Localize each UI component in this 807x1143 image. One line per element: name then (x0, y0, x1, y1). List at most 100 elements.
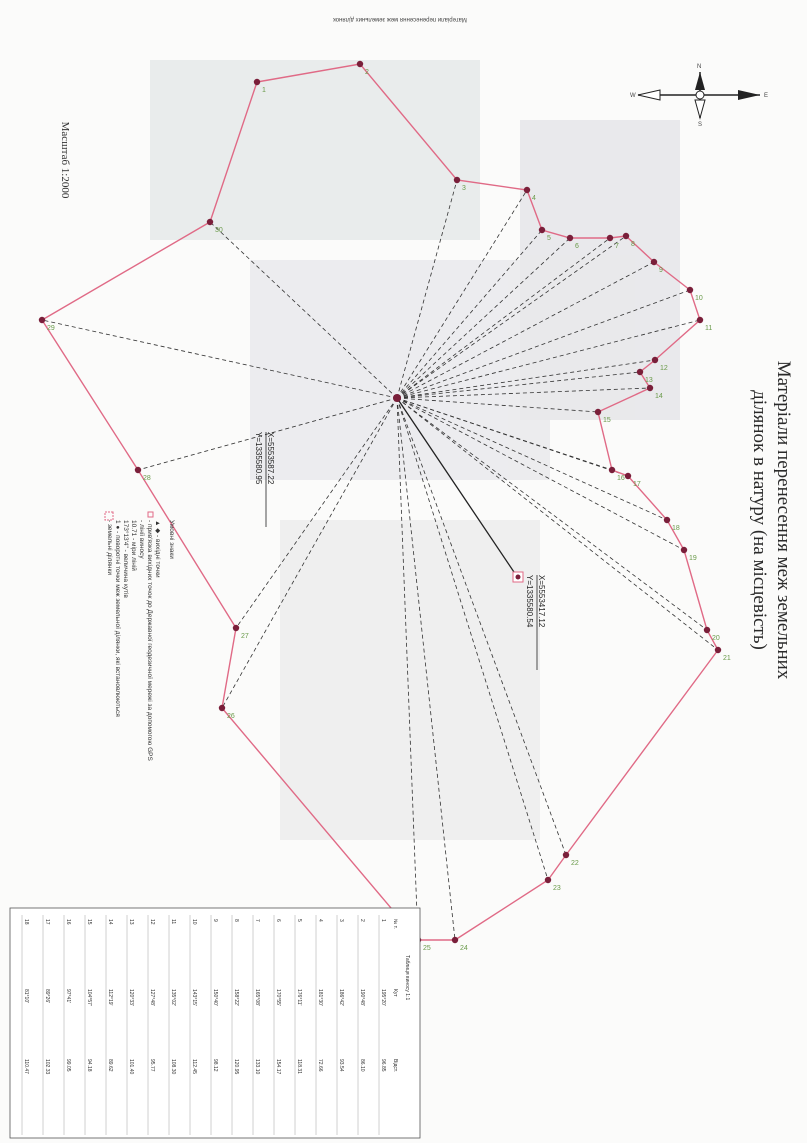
radial-line (396, 319, 701, 399)
svg-text:X=5553587.22: X=5553587.22 (266, 432, 275, 485)
vertex-point (232, 624, 240, 632)
table-cell: 158°22' (233, 989, 239, 1006)
vertex-label: 26 (227, 713, 235, 720)
compass-east: E (764, 93, 768, 99)
vertex-label: 15 (603, 417, 611, 424)
vertex-point (566, 234, 574, 242)
table-cell: 17 (44, 919, 50, 925)
map-title-line1: Матеріали перенесення меж земельних (773, 361, 794, 680)
vertex-point (622, 232, 630, 240)
vertex-point (453, 176, 461, 184)
table-cell: 3 (338, 919, 344, 922)
vertex-point (544, 876, 552, 884)
table-cell: 72.66 (317, 1059, 323, 1072)
vertex-point (650, 258, 658, 266)
radial-line (137, 397, 398, 471)
legend-item: - лінії виносу (138, 520, 146, 559)
table-cell: 11 (170, 919, 176, 924)
vertex-point (686, 286, 694, 294)
legend-item: 10.71 - міри ліній (130, 520, 138, 571)
table-cell: 102.33 (44, 1059, 50, 1075)
radial-line (396, 237, 571, 399)
radial-line (396, 397, 668, 521)
radial-line (235, 397, 398, 629)
coordinates-table: Таблиця виносу 1:1№ т.КутВідст.1195°20'9… (9, 907, 421, 1139)
vertex-label: 24 (460, 945, 468, 952)
vertex-point (651, 356, 659, 364)
table-cell: 16 (65, 919, 71, 925)
table-cell: 81°10' (23, 989, 29, 1003)
vertex-label: 9 (659, 267, 663, 274)
table-cell: 96.85 (380, 1059, 386, 1072)
table-cell: 186°42' (338, 989, 344, 1006)
north-arrow-icon: W E N S (630, 64, 768, 128)
table-cell: 112.45 (191, 1059, 197, 1074)
vertex-point (624, 472, 632, 480)
table-cell: 154.17 (275, 1059, 281, 1075)
table-cell: 9 (212, 919, 218, 922)
radial-line (396, 397, 567, 856)
compass-south: S (698, 122, 702, 128)
table-header: № т. (392, 919, 398, 929)
vertex-label: 11 (705, 325, 712, 332)
radial-line (396, 397, 685, 551)
vertex-label: 21 (723, 655, 731, 662)
tie-line (396, 397, 519, 579)
svg-text:Y=1335580.95: Y=1335580.95 (254, 432, 263, 485)
vertex-point (680, 546, 688, 554)
table-cell: 6 (275, 919, 281, 922)
table-cell: 133.10 (254, 1059, 260, 1075)
table-cell: 8 (233, 919, 239, 922)
table-cell: 10 (191, 919, 197, 925)
vertex-label: 5 (547, 235, 551, 242)
legend-item: - прив'язка вихідних точок до Державної … (146, 520, 154, 761)
radial-line (396, 397, 708, 631)
vertex-label: 20 (712, 635, 720, 642)
svg-text:Y=1335580.54: Y=1335580.54 (525, 575, 534, 628)
table-cell: 15 (86, 919, 92, 925)
vertex-label: 1 (262, 87, 266, 94)
table-cell: 143°15' (191, 989, 197, 1006)
vertex-label: 12 (660, 365, 668, 372)
table-cell: 18 (23, 919, 29, 925)
coord-callout-2: X=5553417.12 Y=1335580.54 (525, 575, 546, 670)
vertex-point (523, 186, 531, 194)
vertex-point (663, 516, 671, 524)
vertex-point (356, 60, 364, 68)
table-cell: 110.47 (23, 1059, 29, 1074)
vertex-label: 14 (655, 393, 663, 400)
background-aerial (150, 60, 680, 840)
table-cell: 89°26' (44, 989, 50, 1003)
vertex-label: 25 (423, 945, 431, 952)
vertex-label: 7 (615, 243, 619, 250)
svg-text:X=5553417.12: X=5553417.12 (537, 575, 546, 628)
vertex-label: 8 (631, 241, 635, 248)
scale-group: Масштаб 1:2000 (59, 122, 71, 199)
radial-line (396, 189, 528, 399)
table-cell: 195°20' (380, 989, 386, 1006)
vertex-label: 4 (532, 195, 536, 202)
legend-title: Умовні знаки (168, 520, 176, 559)
vertex-label: 30 (215, 227, 223, 234)
table-cell: 86.10 (359, 1059, 365, 1072)
table-cell: 112°19' (107, 989, 113, 1006)
table-cell: 190°48' (359, 989, 365, 1006)
radial-line (209, 221, 398, 399)
title-group: Матеріали перенесення меж земельних діля… (749, 361, 794, 680)
table-cell: 4 (317, 919, 323, 922)
table-cell: 99.05 (65, 1059, 71, 1072)
vertex-label: 22 (571, 860, 579, 867)
radial-line (396, 397, 719, 651)
table-cell: 5 (296, 919, 302, 922)
legend-item: ▲ ◆ - вихідні точки (154, 520, 162, 578)
vertex-point (703, 626, 711, 634)
radial-line (396, 397, 599, 413)
vertex-label: 13 (645, 377, 653, 384)
vertex-point (714, 646, 722, 654)
vertex-point (134, 466, 142, 474)
vertex-label: 23 (553, 885, 561, 892)
table-cell: 2 (359, 919, 365, 922)
vertex-label: 17 (633, 481, 641, 488)
